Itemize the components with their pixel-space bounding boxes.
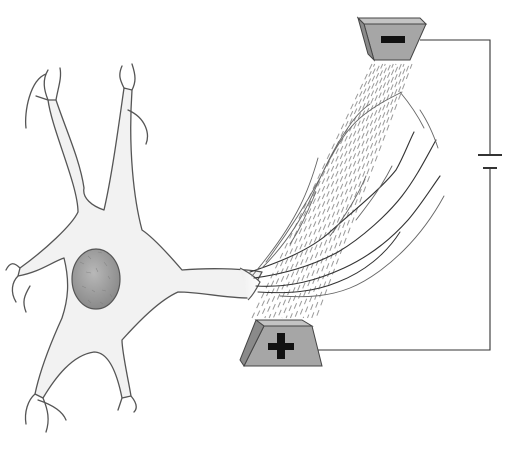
field-line [273,64,385,318]
negative-electrode [358,18,426,60]
field-line [303,64,404,318]
negative-electrode-top [358,18,426,24]
circuit-wire [312,40,490,350]
battery-icon [478,155,502,168]
minus-sign-icon [381,36,405,43]
electric-field-lines [252,64,412,318]
field-line [282,64,391,318]
neuron-soma [18,88,262,398]
field-line [261,64,378,318]
field-line [316,64,412,318]
positive-electrode [240,320,322,366]
cell-nucleus [72,249,120,309]
field-line [256,64,374,318]
field-line [312,64,410,318]
positive-electrode-top [256,320,312,326]
field-line [278,64,388,318]
field-line [265,64,380,318]
